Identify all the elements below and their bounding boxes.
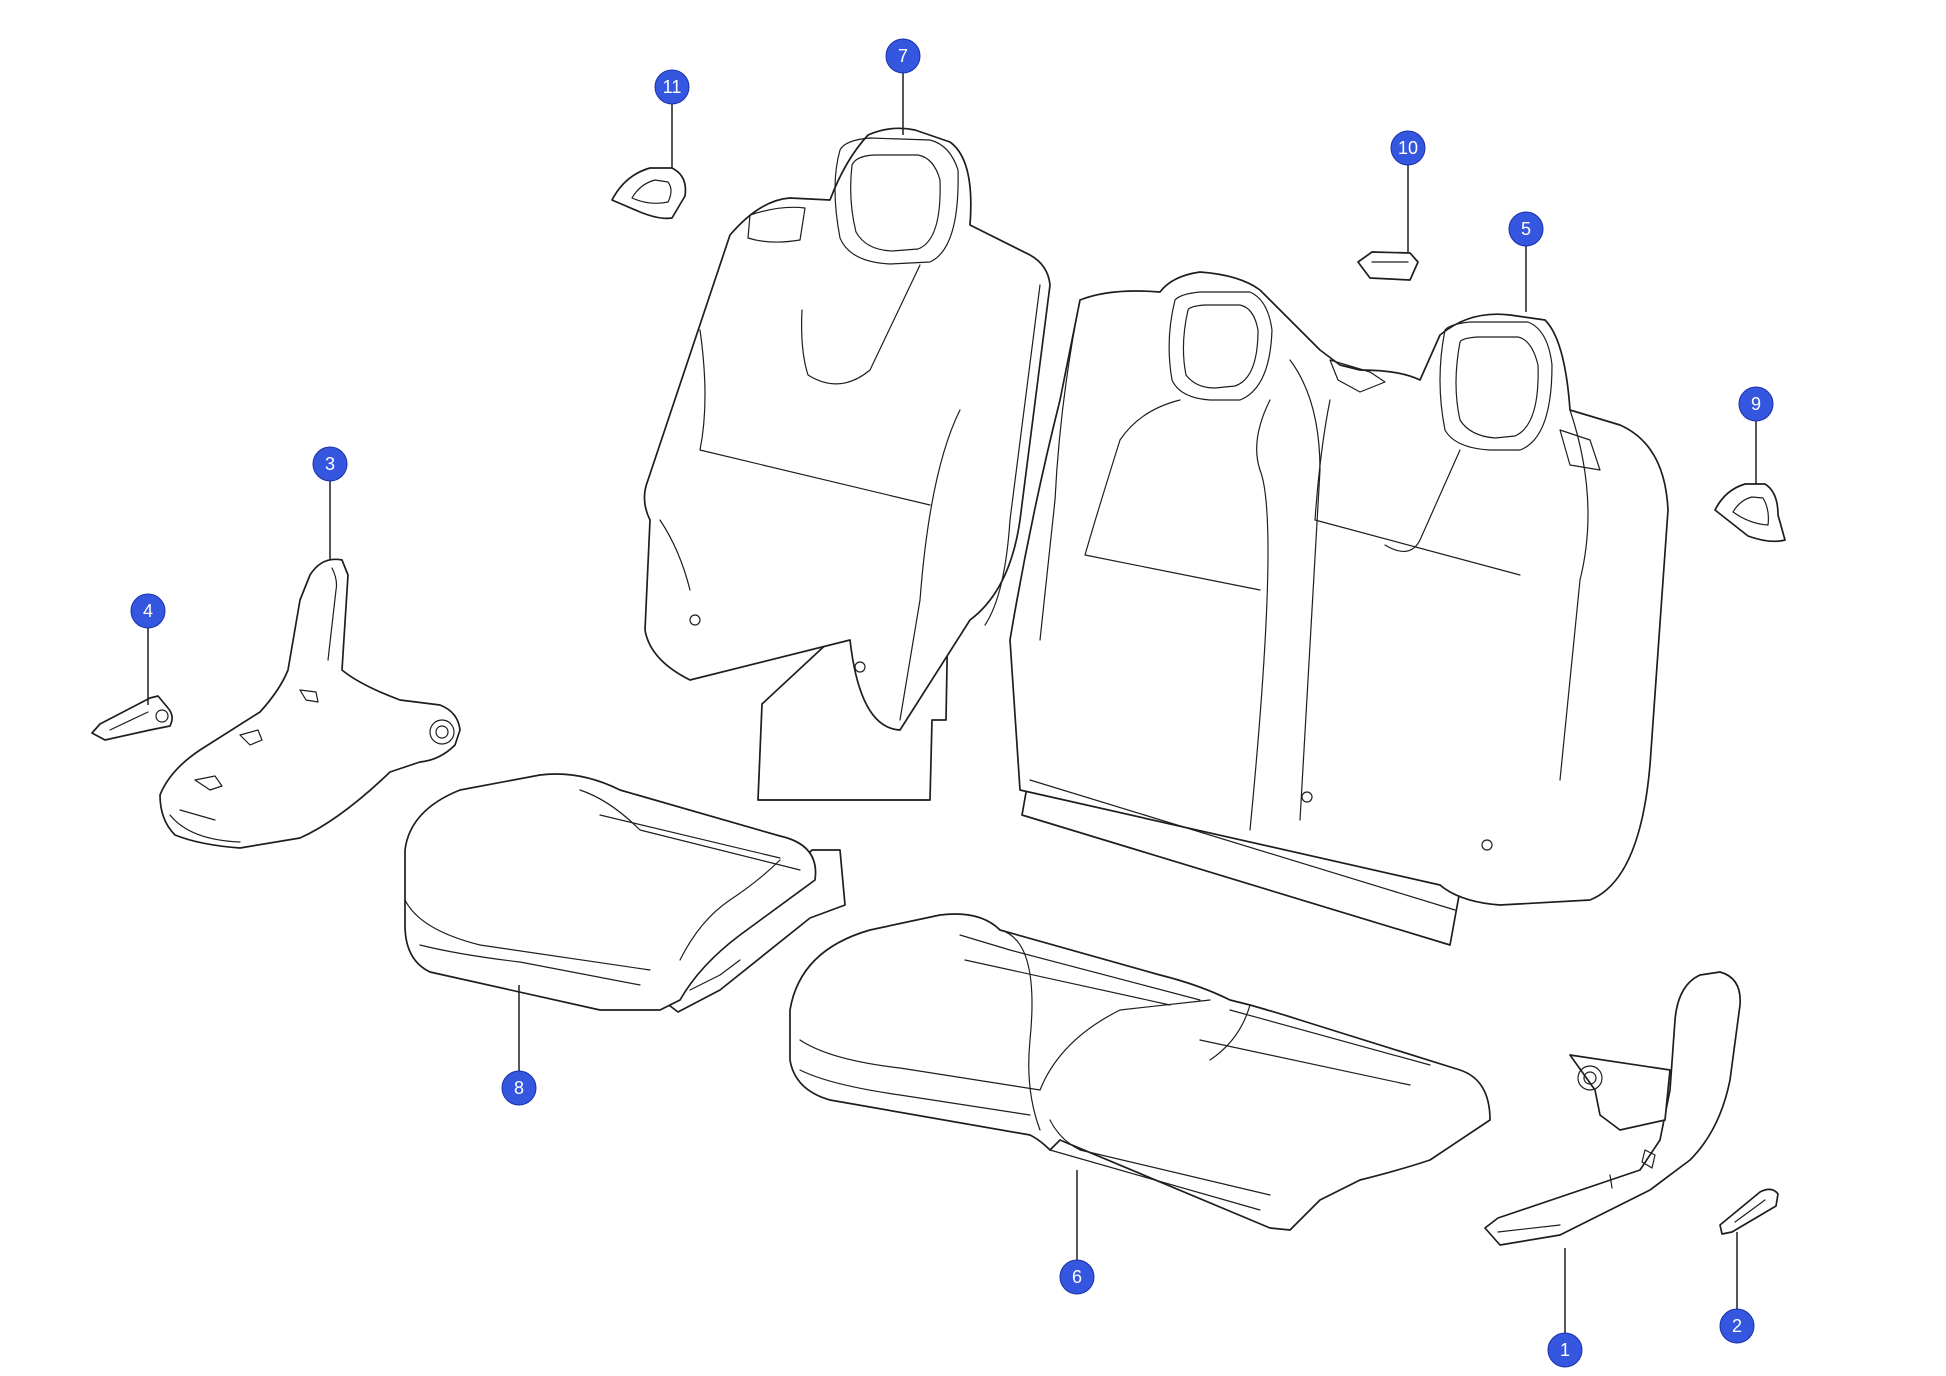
callout-10[interactable]: 10 xyxy=(1390,130,1426,166)
callout-circle xyxy=(1390,130,1426,166)
part-7-left-seatback xyxy=(643,127,1051,801)
callout-circle xyxy=(130,593,166,629)
callout-label: 1 xyxy=(1560,1340,1570,1360)
callout-circle xyxy=(1508,211,1544,247)
callout-4[interactable]: 4 xyxy=(130,593,166,629)
callout-9[interactable]: 9 xyxy=(1738,386,1774,422)
callout-circle xyxy=(312,446,348,482)
callout-circle xyxy=(1547,1332,1583,1368)
callout-circle xyxy=(885,38,921,74)
callout-8[interactable]: 8 xyxy=(501,1070,537,1106)
callout-5[interactable]: 5 xyxy=(1508,211,1544,247)
part-9-trim-bezel xyxy=(1714,483,1786,543)
callout-label: 7 xyxy=(898,46,908,66)
callout-6[interactable]: 6 xyxy=(1059,1259,1095,1295)
part-2-trim-cover xyxy=(1719,1188,1779,1235)
callout-circle xyxy=(1719,1308,1755,1344)
callout-circle xyxy=(1738,386,1774,422)
part-10-trim-clip xyxy=(1357,251,1419,281)
callout-label: 6 xyxy=(1072,1267,1082,1287)
callout-label: 5 xyxy=(1521,219,1531,239)
callout-label: 4 xyxy=(143,601,153,621)
callout-label: 2 xyxy=(1732,1316,1742,1336)
callout-circle xyxy=(1059,1259,1095,1295)
callout-label: 11 xyxy=(663,77,682,97)
callout-label: 9 xyxy=(1751,394,1761,414)
callout-3[interactable]: 3 xyxy=(312,446,348,482)
callout-label: 3 xyxy=(325,454,335,474)
part-6-right-seat-cushion xyxy=(789,913,1491,1231)
callout-2[interactable]: 2 xyxy=(1719,1308,1755,1344)
callout-1[interactable]: 1 xyxy=(1547,1332,1583,1368)
callout-7[interactable]: 7 xyxy=(885,38,921,74)
part-4-latch-cover xyxy=(91,695,173,741)
part-8-left-seat-cushion xyxy=(404,773,846,1013)
part-3-side-bolster xyxy=(159,558,461,849)
callout-11[interactable]: 11 xyxy=(654,69,690,105)
callout-label: 10 xyxy=(1398,138,1418,158)
callout-circle xyxy=(501,1070,537,1106)
part-1-side-bolster xyxy=(1484,971,1741,1246)
part-5-right-seatback xyxy=(1009,271,1669,946)
callout-label: 8 xyxy=(514,1078,524,1098)
callout-circle xyxy=(654,69,690,105)
leader-lines xyxy=(147,57,1757,1340)
part-11-trim-bezel xyxy=(611,167,687,220)
